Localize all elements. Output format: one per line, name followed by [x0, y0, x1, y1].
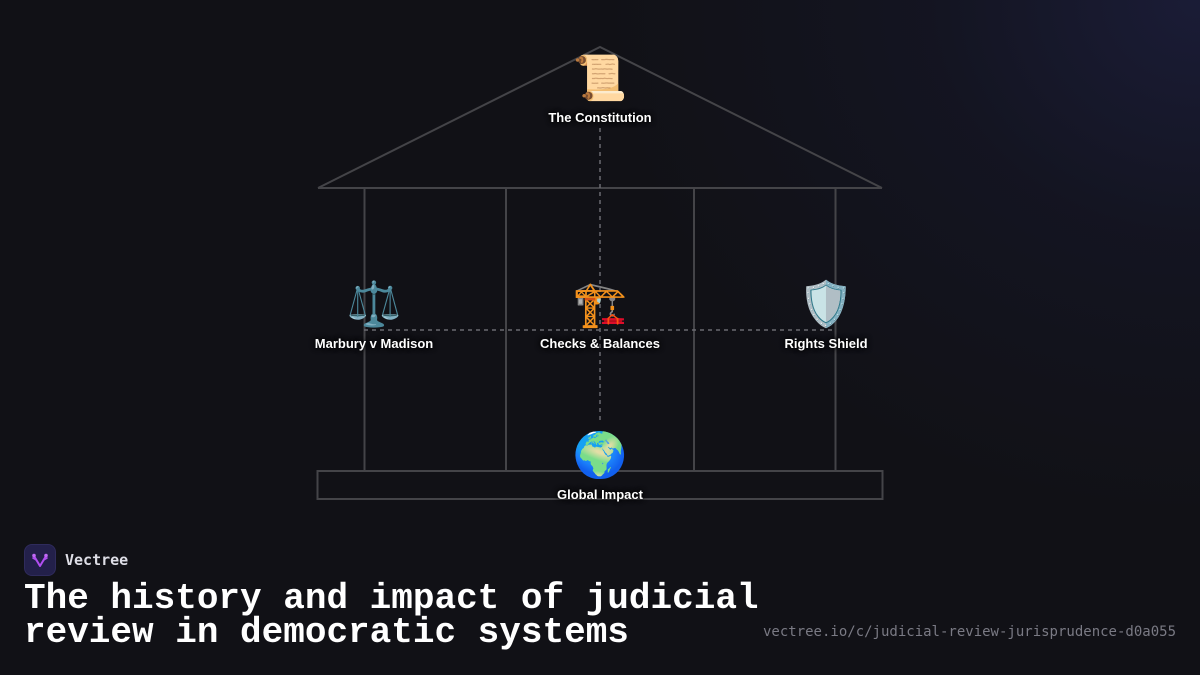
node-label: The Constitution	[548, 110, 652, 125]
node-label: Checks & Balances	[540, 336, 660, 351]
foundation	[316, 470, 884, 500]
node-rights-shield[interactable]: 🛡️ Rights Shield	[726, 280, 926, 351]
node-label: Marbury v Madison	[314, 336, 434, 351]
node-constitution[interactable]: 📜 The Constitution	[500, 54, 700, 125]
vectree-logo-icon	[24, 544, 56, 576]
source-url[interactable]: vectree.io/c/judicial-review-jurispruden…	[762, 624, 1176, 640]
page-title: The history and impact of judicial revie…	[24, 578, 759, 653]
shield-icon: 🛡️	[798, 280, 854, 329]
brand-name: Vectree	[65, 551, 129, 569]
brand[interactable]: Vectree	[24, 544, 128, 576]
node-label: Rights Shield	[784, 336, 868, 351]
scroll-icon: 📜	[572, 54, 628, 103]
construction-crane-icon: 🏗️	[572, 280, 628, 329]
node-global-impact[interactable]: 🌍 Global Impact	[500, 431, 700, 502]
node-checks-balances[interactable]: 🏗️ Checks & Balances	[500, 280, 700, 351]
node-marbury-v-madison[interactable]: ⚖️ Marbury v Madison	[274, 280, 474, 351]
roof-outline	[317, 45, 883, 189]
scales-icon: ⚖️	[346, 280, 402, 329]
globe-icon: 🌍	[572, 431, 628, 480]
node-label: Global Impact	[557, 487, 643, 502]
